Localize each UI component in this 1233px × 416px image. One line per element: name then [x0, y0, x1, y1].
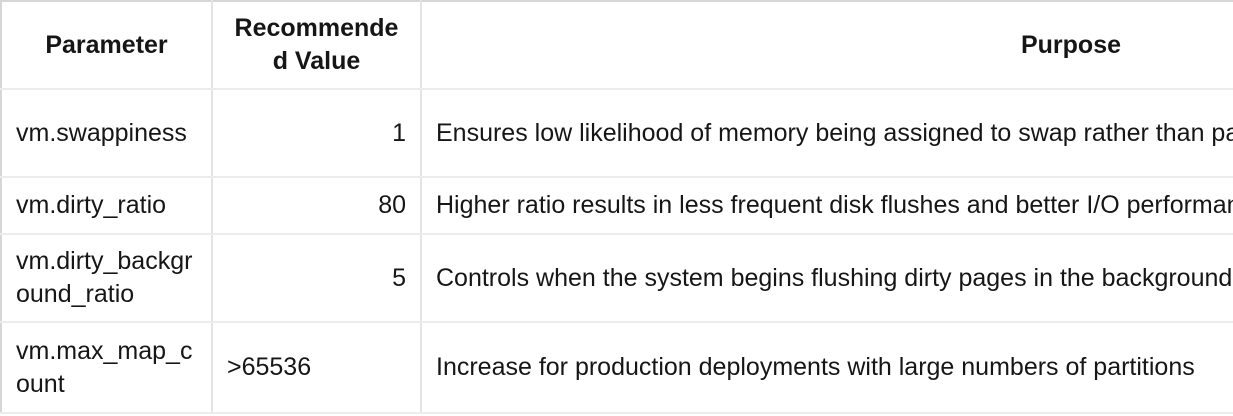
column-header-purpose: Purpose	[421, 1, 1233, 90]
cell-recommended-value: 5	[212, 234, 422, 323]
cell-purpose: Ensures low likelihood of memory being a…	[421, 89, 1233, 178]
cell-parameter: vm.swappiness	[1, 89, 213, 178]
table-header: Parameter Recommended Value Purpose	[1, 1, 1233, 90]
table-row: vm.swappiness 1 Ensures low likelihood o…	[1, 89, 1233, 178]
cell-purpose: Controls when the system begins flushing…	[421, 234, 1233, 323]
table-row: vm.dirty_background_ratio 5 Controls whe…	[1, 234, 1233, 323]
cell-recommended-value: 80	[212, 177, 422, 235]
table-row: vm.max_map_count >65536 Increase for pro…	[1, 322, 1233, 414]
table-body: vm.swappiness 1 Ensures low likelihood o…	[1, 89, 1233, 414]
column-header-recommended-value: Recommended Value	[212, 1, 422, 90]
table-header-row: Parameter Recommended Value Purpose	[1, 1, 1233, 90]
cell-parameter: vm.dirty_ratio	[1, 177, 213, 235]
column-header-parameter: Parameter	[1, 1, 213, 90]
cell-parameter: vm.dirty_background_ratio	[1, 234, 213, 323]
cell-purpose: Higher ratio results in less frequent di…	[421, 177, 1233, 235]
cell-purpose: Increase for production deployments with…	[421, 322, 1233, 414]
table-row: vm.dirty_ratio 80 Higher ratio results i…	[1, 177, 1233, 235]
cell-recommended-value: 1	[212, 89, 422, 178]
cell-parameter: vm.max_map_count	[1, 322, 213, 414]
cell-recommended-value: >65536	[212, 322, 422, 414]
